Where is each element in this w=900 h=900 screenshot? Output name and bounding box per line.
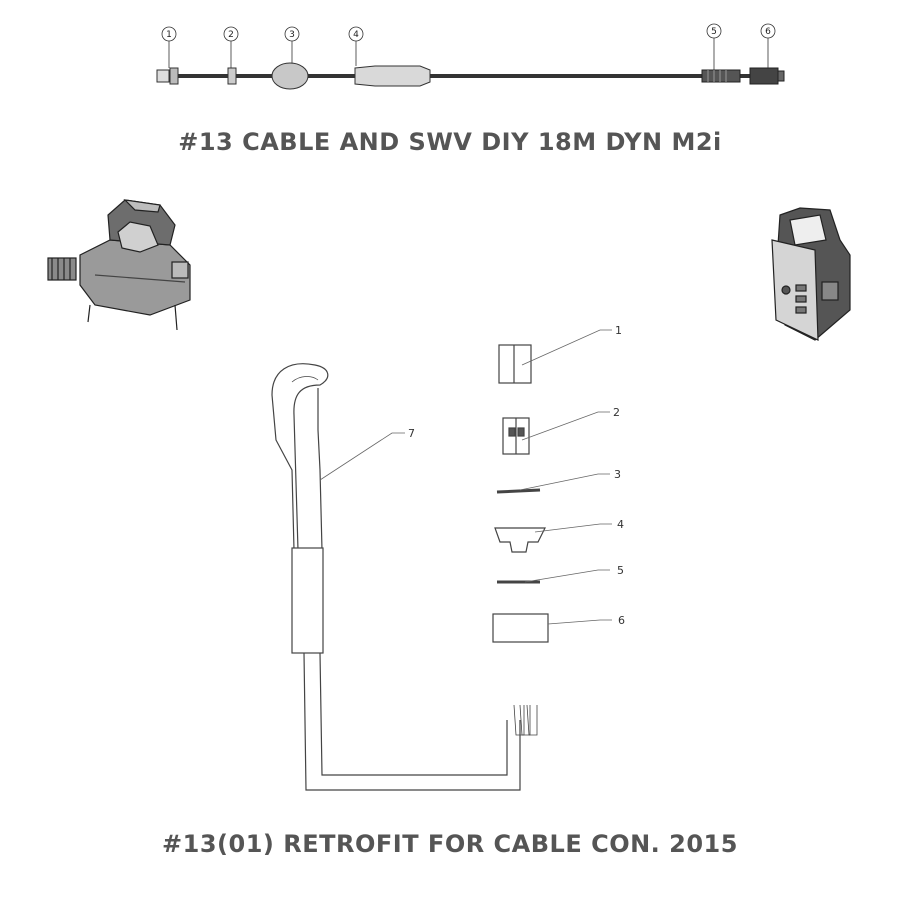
retrofit-leader-lines: [319, 329, 612, 625]
top-callout-6: 6: [765, 27, 771, 37]
top-assembly-title: #13 CABLE AND SWV DIY 18M DYN M2i: [178, 128, 722, 156]
retrofit-part-4-grommet: [494, 527, 546, 553]
retrofit-callout-4: 4: [617, 518, 624, 531]
retrofit-callout-5: 5: [617, 564, 624, 577]
power-supply-illustration: [771, 207, 851, 341]
retrofit-callout-labels: 1 2 3 4 5 6 7: [408, 324, 625, 627]
top-callout-2: 2: [228, 30, 234, 40]
retrofit-callout-7: 7: [408, 427, 415, 440]
retrofit-cable-7: [271, 363, 538, 791]
part-2-washer: [227, 67, 237, 85]
retrofit-part-1-block: [498, 344, 532, 384]
retrofit-callout-1: 1: [615, 324, 622, 337]
retrofit-callout-6: 6: [618, 614, 625, 627]
top-callout-4: 4: [353, 30, 359, 40]
top-cable-assembly: [156, 23, 785, 90]
top-callout-3: 3: [289, 30, 295, 40]
motor-unit-illustration: [47, 199, 191, 331]
part-5-strain-relief: [701, 69, 741, 83]
retrofit-callout-3: 3: [614, 468, 621, 481]
retrofit-kit-title: #13(01) RETROFIT FOR CABLE CON. 2015: [162, 830, 738, 858]
retrofit-part-3-wire: [496, 488, 541, 494]
heat-shrink-sleeve: [291, 547, 324, 654]
part-3-float: [271, 62, 309, 90]
retrofit-small-parts: [492, 344, 549, 643]
retrofit-part-6-sleeve: [492, 613, 549, 643]
top-callout-5: 5: [711, 27, 717, 37]
top-callout-1: 1: [166, 30, 172, 40]
top-callout-labels: 1 2 3 4 5 6: [166, 27, 771, 40]
part-1-connector: [156, 69, 170, 83]
part-4-swivel: [354, 65, 431, 87]
part-6-plug: [749, 67, 779, 85]
part-1-nut: [169, 67, 179, 85]
retrofit-callout-2: 2: [613, 406, 620, 419]
